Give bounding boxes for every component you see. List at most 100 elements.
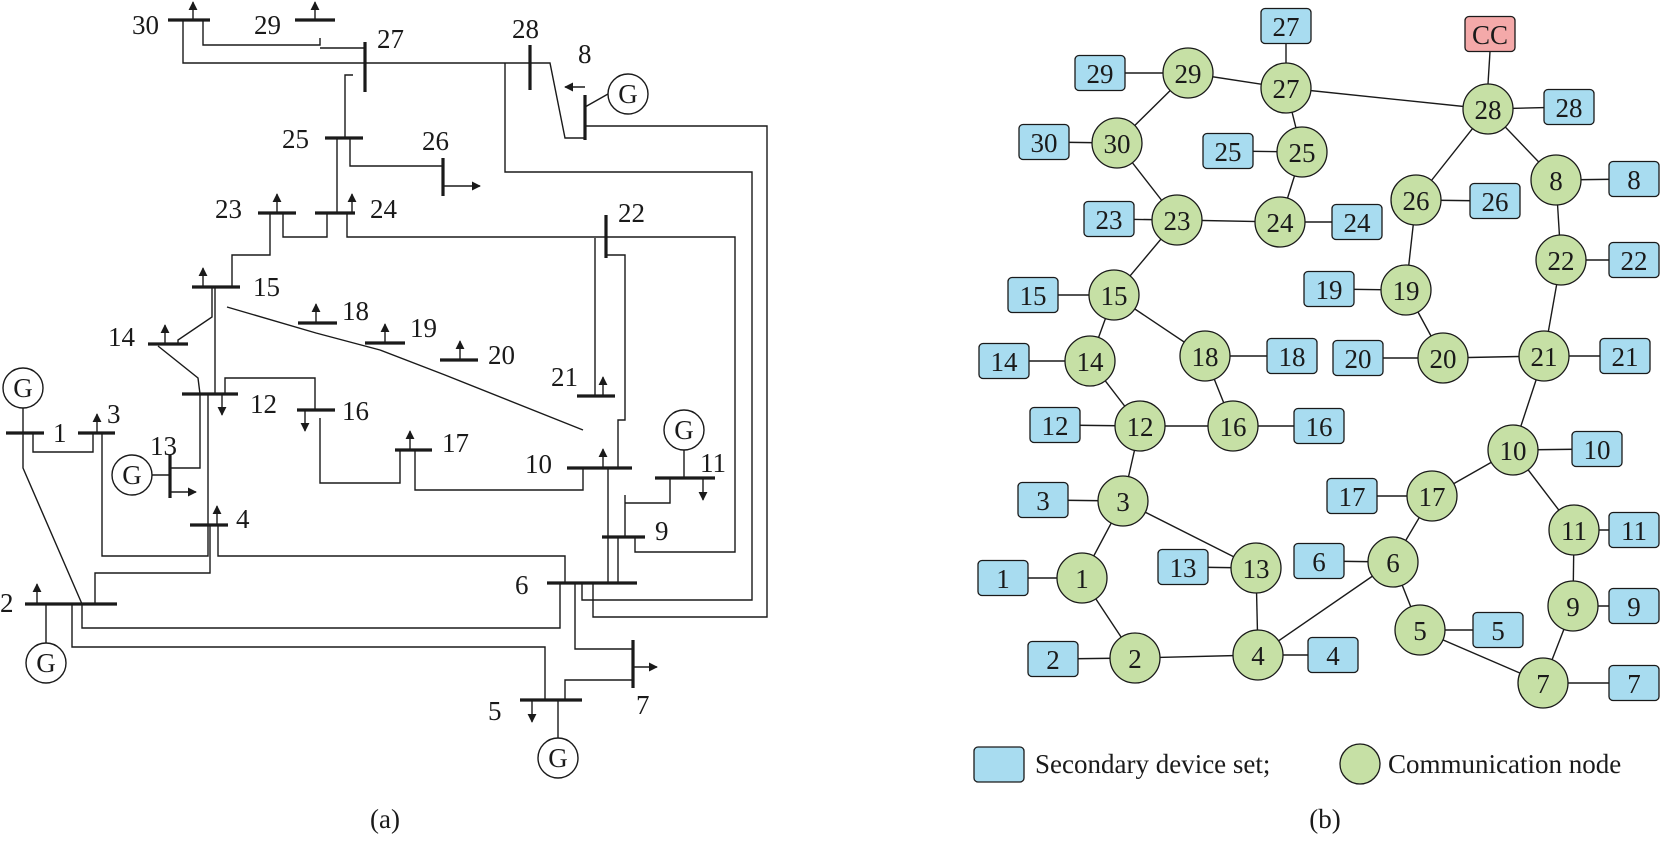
communication-links xyxy=(1081,72,1575,684)
device-set-18: 18 xyxy=(1266,337,1318,375)
communication-node-30: 30 xyxy=(1091,117,1143,169)
communication-node-22: 22 xyxy=(1535,234,1587,286)
device-set-3: 3 xyxy=(1017,481,1069,519)
communication-node-label: 13 xyxy=(1243,554,1270,584)
device-set-label: 6 xyxy=(1312,547,1326,577)
device-set-30: 30 xyxy=(1018,123,1070,161)
device-set-label: 26 xyxy=(1482,187,1509,217)
legend: Secondary device set; Communication node xyxy=(973,743,1621,785)
device-set-label: 20 xyxy=(1345,344,1372,374)
device-set-label: 16 xyxy=(1306,412,1333,442)
device-set-label: 5 xyxy=(1491,616,1505,646)
communication-node-label: 1 xyxy=(1075,564,1089,594)
communication-node-label: 23 xyxy=(1164,206,1191,236)
device-set-23: 23 xyxy=(1083,200,1135,238)
line-23-24 xyxy=(282,213,328,238)
communication-node-29: 29 xyxy=(1162,47,1214,99)
device-set-label: 19 xyxy=(1316,275,1343,305)
loads xyxy=(32,1,708,723)
line-28-6 xyxy=(504,63,753,601)
bus-label-17: 17 xyxy=(442,428,469,458)
line-1-3 xyxy=(32,433,94,453)
device-set-label: 1 xyxy=(996,564,1010,594)
device-set-2: 2 xyxy=(1027,640,1079,678)
communication-node-4: 4 xyxy=(1232,629,1284,681)
communication-node-5: 5 xyxy=(1394,604,1446,656)
line-2-4 xyxy=(94,525,211,604)
device-set-5: 5 xyxy=(1472,611,1524,649)
communication-node-label: 16 xyxy=(1220,412,1247,442)
communication-node-9: 9 xyxy=(1547,580,1599,632)
generator-11-label: G xyxy=(674,415,694,445)
transmission-lines xyxy=(22,20,768,700)
line-28-8 xyxy=(530,62,585,139)
communication-node-19: 19 xyxy=(1380,264,1432,316)
communication-node-23: 23 xyxy=(1151,194,1203,246)
control-center: CC xyxy=(1464,15,1516,85)
line-29-27 xyxy=(202,20,321,46)
communication-node-label: 28 xyxy=(1475,95,1502,125)
device-set-29: 29 xyxy=(1074,54,1126,92)
line-27-25 xyxy=(344,74,353,138)
device-set-19: 19 xyxy=(1303,270,1355,308)
communication-node-label: 6 xyxy=(1386,548,1400,578)
device-set-15: 15 xyxy=(1007,276,1059,314)
device-set-22: 22 xyxy=(1608,241,1660,279)
line-24-22 xyxy=(346,213,736,553)
device-set-8: 8 xyxy=(1608,160,1660,198)
control-center-box: CC xyxy=(1464,15,1516,53)
line-2-6 xyxy=(81,583,561,629)
communication-node-label: 14 xyxy=(1077,347,1105,377)
bus-label-25: 25 xyxy=(282,124,309,154)
line-2-5 xyxy=(71,604,546,700)
line-9-11 xyxy=(625,478,671,504)
device-set-label: 10 xyxy=(1584,435,1611,465)
device-set-label: 12 xyxy=(1042,411,1069,441)
communication-node-28: 28 xyxy=(1462,83,1514,135)
device-set-13: 13 xyxy=(1157,548,1209,586)
line-12-13 xyxy=(170,394,201,469)
bus-label-5: 5 xyxy=(488,696,502,726)
device-set-27: 27 xyxy=(1260,7,1312,45)
device-set-12: 12 xyxy=(1029,406,1081,444)
cc-link xyxy=(1487,51,1491,85)
communication-node-17: 17 xyxy=(1406,470,1458,522)
communication-node-label: 24 xyxy=(1267,208,1295,238)
line-22-10 xyxy=(605,254,626,468)
generator-11 xyxy=(663,409,705,451)
bus-label-9: 9 xyxy=(655,516,669,546)
generator-5-label: G xyxy=(548,743,568,773)
device-set-label: 27 xyxy=(1273,12,1300,42)
device-set-label: 15 xyxy=(1020,281,1047,311)
device-set-9: 9 xyxy=(1608,587,1660,625)
communication-node-24: 24 xyxy=(1254,196,1306,248)
link-4-6 xyxy=(1257,561,1394,656)
communication-node-label: 5 xyxy=(1413,616,1427,646)
communication-node-label: 15 xyxy=(1101,281,1128,311)
generator-2 xyxy=(25,642,67,684)
generator-1 xyxy=(2,367,44,409)
line-23-15 xyxy=(231,213,271,287)
device-set-10: 10 xyxy=(1571,430,1623,468)
device-set-25: 25 xyxy=(1202,132,1254,170)
bus-label-8: 8 xyxy=(578,39,592,69)
generator-5 xyxy=(537,737,579,779)
device-set-label: 17 xyxy=(1339,482,1366,512)
device-set-label: 4 xyxy=(1326,641,1340,671)
bus-label-28: 28 xyxy=(512,14,539,44)
bus-label-4: 4 xyxy=(236,504,250,534)
device-set-11: 11 xyxy=(1608,511,1660,549)
bus-label-7: 7 xyxy=(636,690,650,720)
bus-label-29: 29 xyxy=(254,10,281,40)
legend-node-swatch xyxy=(1339,743,1381,785)
line-15-18 xyxy=(226,306,584,431)
bus-label-11: 11 xyxy=(700,448,726,478)
bus-label-2: 2 xyxy=(0,588,14,618)
device-set-label: 8 xyxy=(1627,165,1641,195)
communication-node-16: 16 xyxy=(1207,400,1259,452)
bus-label-13: 13 xyxy=(150,431,177,461)
generator-2-label: G xyxy=(36,648,56,678)
bus-label-22: 22 xyxy=(618,198,645,228)
